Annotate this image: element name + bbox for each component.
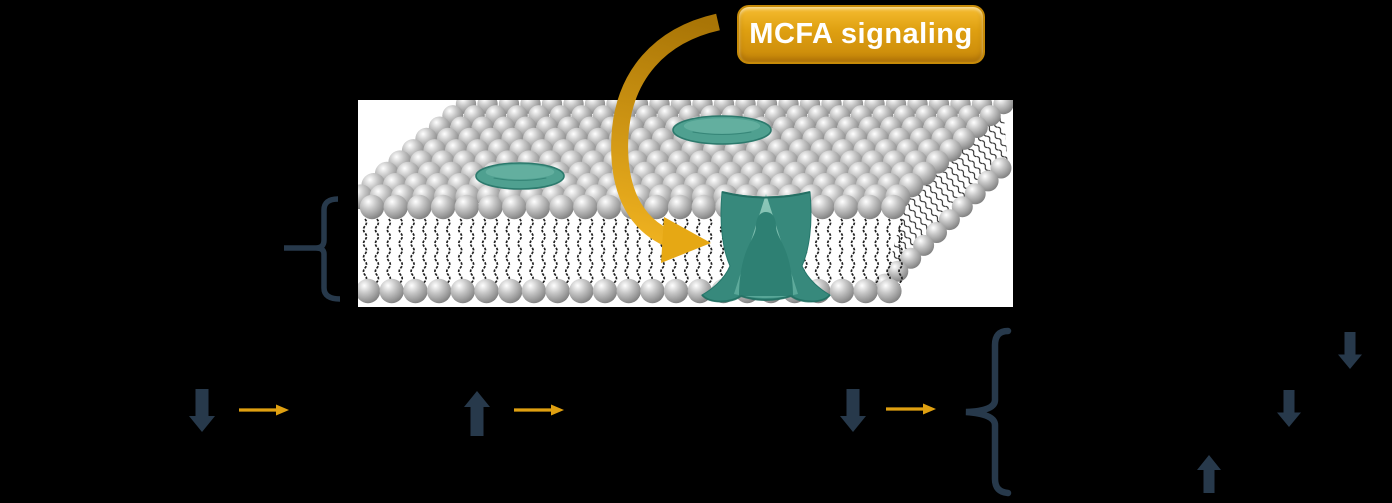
mcfa-signaling-label: MCFA signaling: [749, 18, 973, 50]
down-block-arrow-icon: [189, 389, 215, 432]
outcomes-brace-icon: [965, 327, 1012, 497]
down-block-arrow-icon: [1338, 332, 1362, 369]
right-arrow-icon: [886, 403, 936, 415]
mcfa-signaling-callout: MCFA signaling: [737, 5, 985, 64]
down-block-arrow-icon: [1277, 390, 1301, 427]
right-arrow-icon: [514, 404, 564, 416]
membrane-brace-icon: [284, 196, 341, 302]
down-block-arrow-icon: [840, 389, 866, 432]
up-block-arrow-icon: [464, 391, 490, 436]
right-arrow-icon: [239, 404, 289, 416]
lipid-bilayer-illustration: [358, 100, 1013, 307]
up-block-arrow-icon: [1197, 455, 1221, 493]
